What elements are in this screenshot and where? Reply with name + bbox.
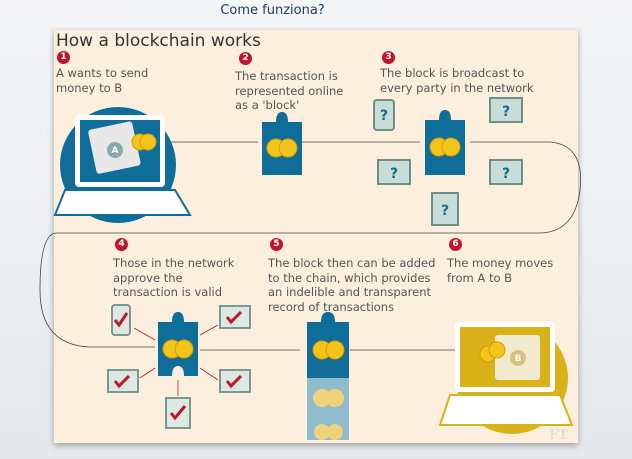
step-6-text: The money moves from A to B <box>447 256 554 285</box>
checkmark-icons <box>113 310 243 421</box>
arrow-3-4 <box>39 141 582 348</box>
step-6-badge: 6 <box>449 238 462 251</box>
step-4-text: Those in the network approve the transac… <box>113 256 235 299</box>
step-3-text: The block is broadcast to every party in… <box>380 66 534 95</box>
svg-text:?: ? <box>502 104 510 120</box>
step-5-text: The block then can be added to the chain… <box>268 256 436 314</box>
laptop-b-icon <box>438 322 574 434</box>
step-1-text: A wants to send money to B <box>56 66 149 95</box>
slide-title: Come funziona? <box>220 3 325 18</box>
wallet-b-label: B <box>515 354 522 364</box>
approval-block-icon <box>107 304 251 429</box>
block-icon <box>262 112 302 175</box>
unknown-mark: ? <box>380 108 388 124</box>
phone-icon <box>373 99 395 131</box>
flow-arrows <box>39 141 582 351</box>
infographic-title: How a blockchain works <box>56 31 261 51</box>
svg-text:?: ? <box>390 166 398 182</box>
broadcast-block-icon: ?? ??? <box>373 97 523 226</box>
laptop-icon <box>489 97 523 123</box>
svg-text:?: ? <box>502 166 510 182</box>
step-4-badge: 4 <box>115 238 128 251</box>
tablet-icon <box>431 192 459 226</box>
step-3-badge: 3 <box>382 51 395 64</box>
ft-logo: FT <box>549 428 568 443</box>
laptop-icon <box>377 159 411 185</box>
step-1-badge: 1 <box>57 51 70 64</box>
step-5-badge: 5 <box>270 238 283 251</box>
laptop-icon <box>489 159 523 185</box>
blockchain-icon <box>307 312 349 440</box>
laptop-a-icon <box>53 107 192 223</box>
step-2-badge: 2 <box>239 52 252 65</box>
svg-text:?: ? <box>441 203 449 219</box>
wallet-a-label: A <box>112 146 119 156</box>
step-2-text: The transaction is represented online as… <box>235 69 344 112</box>
